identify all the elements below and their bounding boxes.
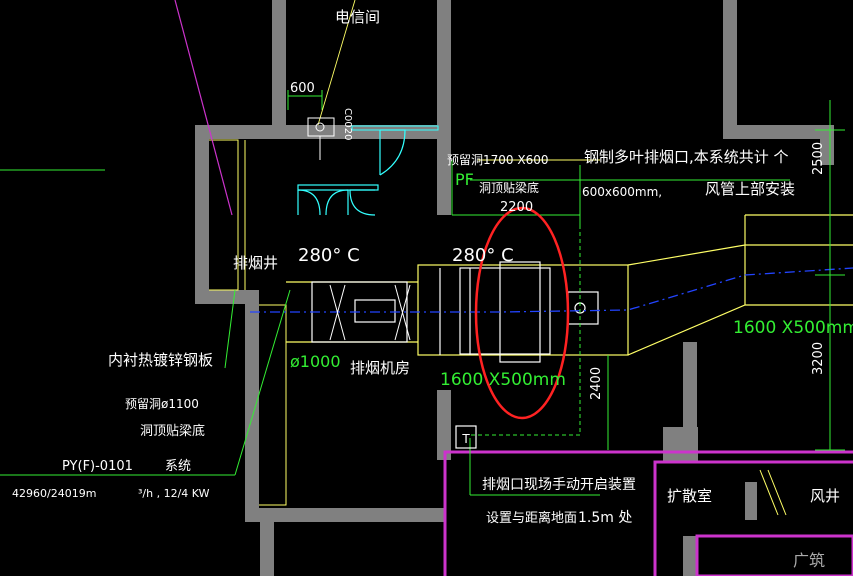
- louver-size-label: 600x600mm,: [582, 185, 662, 199]
- reserved-hole-2-label: 预留洞ø1100: [125, 397, 199, 411]
- duct-top-install-label: 风管上部安装: [705, 180, 795, 198]
- louver-note-label: 钢制多叶排烟口,本系统共计 个: [584, 148, 789, 166]
- telecom-room-label: 电信间: [335, 8, 380, 26]
- smoke-shaft-label: 排烟井: [233, 254, 278, 272]
- duct-centerline: [250, 267, 853, 313]
- structural-walls: [195, 0, 834, 576]
- smoke-outlet-label: 排烟口现场手动开启装置: [482, 477, 636, 493]
- duct-size-right-label: 1600 X500mm: [733, 318, 853, 338]
- wind-well-label: 风井: [810, 487, 840, 505]
- dim-2400-label: 2400: [589, 367, 604, 400]
- beam-bottom-label: 洞顶贴梁底: [479, 180, 539, 195]
- slanted-line: [174, 0, 233, 216]
- reserved-hole-label: 预留洞1700 X600: [447, 153, 548, 167]
- corner-watermark: 广筑: [793, 551, 825, 570]
- dim-2200-label: 2200: [500, 200, 533, 215]
- wind-well-hatch: [759, 469, 787, 516]
- dim-3200-label: 3200: [811, 342, 826, 375]
- diameter-label: ø1000: [290, 352, 341, 371]
- fan-room-label: 排烟机房: [350, 359, 410, 377]
- dashed-outline: [470, 225, 581, 436]
- height-value-label: 1.5m 处: [578, 510, 632, 526]
- flow-label: 42960/24019m: [12, 487, 96, 500]
- temperature-right-label: 280° C: [452, 245, 514, 266]
- temperature-left-label: 280° C: [298, 245, 360, 266]
- flow-unit-label: ³/h , 12/4 KW: [138, 487, 210, 500]
- manual-switch-symbol: T: [461, 432, 470, 446]
- vertical-label: C0020: [342, 108, 353, 140]
- leader-lines: [317, 0, 600, 161]
- dim-600-label: 600: [290, 81, 315, 96]
- wall-finish-lines: [209, 139, 287, 506]
- beam-bottom-2-label: 洞顶贴梁底: [140, 423, 205, 439]
- cyan-duct-top: [351, 125, 439, 131]
- diffusion-room-label: 扩散室: [667, 487, 712, 505]
- highlight-ellipse: [474, 206, 570, 420]
- duct-size-mid-label: 1600 X500mm: [440, 370, 566, 390]
- manual-switch-box: [455, 425, 477, 449]
- height-note-label: 设置与距离地面: [486, 510, 577, 526]
- damper-symbol: [307, 117, 335, 160]
- fan-blades: [329, 284, 411, 341]
- lining-label: 内衬热镀锌钢板: [108, 351, 213, 369]
- duct-outline: [286, 214, 853, 356]
- system-id-label: PY(F)-0101: [62, 459, 133, 474]
- partition-walls: [443, 450, 853, 576]
- pf-label: PF: [455, 170, 474, 189]
- system-label: 系统: [165, 459, 191, 474]
- dimension-lines: [0, 90, 845, 496]
- dim-2500-label: 2500: [811, 142, 826, 175]
- doors: [297, 129, 406, 216]
